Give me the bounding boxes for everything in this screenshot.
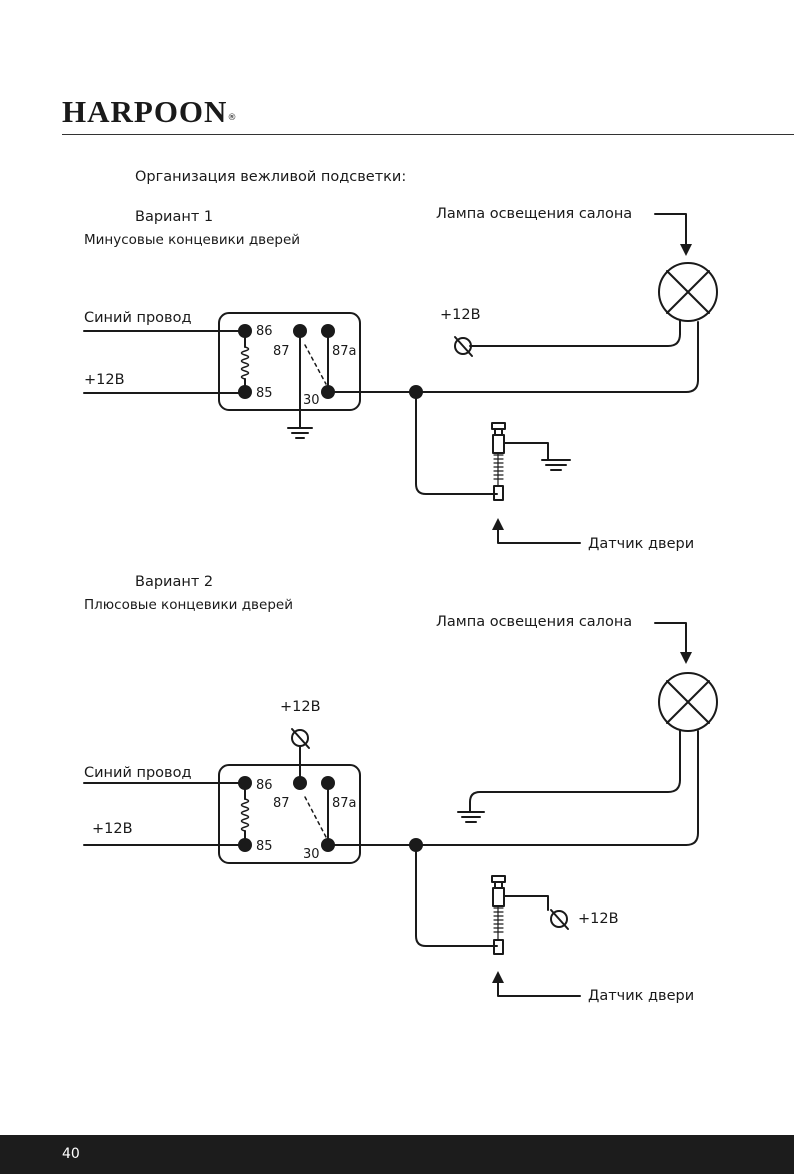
variant1-subtitle: Минусовые концевики дверей [84, 232, 301, 248]
variant2-pin-85-label: 85 [256, 839, 273, 854]
variant2-relay-coil [240, 798, 250, 832]
variant1-pin-87-label: 87 [273, 344, 290, 359]
variant2-pin-30-label: 30 [303, 847, 320, 862]
variant2-blue-wire-label: Синий провод [84, 765, 192, 781]
variant2-subtitle: Плюсовые концевики дверей [84, 597, 293, 613]
variant1-relay-ground-icon [287, 427, 313, 439]
variant1-plus12-input-label: +12В [84, 372, 125, 388]
variant1-door-sensor-label: Датчик двери [588, 536, 695, 552]
variant1-title: Вариант 1 [135, 209, 214, 225]
variant1-pin-86-label: 86 [256, 324, 273, 339]
variant2-pin-87a-label: 87a [332, 796, 357, 811]
variant2-fuse-icon [291, 728, 310, 749]
variant2-lamp-icon [658, 672, 718, 732]
variant2-door-sensor-label: Датчик двери [588, 988, 695, 1004]
variant2-circuit: 86 85 87 87a 30 [83, 622, 718, 997]
variant1-blue-wire-label: Синий провод [84, 310, 192, 326]
variant2-lamp-ground-icon [457, 811, 485, 823]
footer-bar: 40 [0, 1135, 794, 1174]
variant1-circuit: 86 85 87 87a 30 [83, 213, 718, 544]
logo-text: HARPOON [62, 94, 228, 129]
variant2-lamp-label: Лампа освещения салона [436, 614, 633, 630]
variant2-plus12-sensor-label: +12В [578, 911, 619, 927]
variant1-relay [218, 312, 361, 411]
variant1-switch-contact [304, 344, 327, 385]
variant1-plus12-fuse-label: +12В [440, 307, 481, 323]
variant2-sensor-fuse-icon [550, 909, 569, 930]
variant2-title: Вариант 2 [135, 574, 214, 590]
variant1-sensor-ground-icon [541, 459, 571, 471]
variant2-relay [218, 764, 361, 864]
variant2-plus12-fuse-label: +12В [280, 699, 321, 715]
variant1-lamp-icon [658, 262, 718, 322]
variant1-fuse-icon [454, 336, 473, 357]
variant1-door-switch-icon [491, 422, 506, 501]
variant2-switch-contact [304, 796, 327, 838]
variant2-pin-86-label: 86 [256, 778, 273, 793]
harpoon-logo: HARPOON® [62, 92, 237, 132]
registered-mark: ® [227, 113, 238, 123]
variant1-pin-87a-label: 87a [332, 344, 357, 359]
variant2-lamp-arrow [654, 622, 692, 664]
variant1-lamp-label: Лампа освещения салона [436, 206, 633, 222]
variant1-pin-30-label: 30 [303, 393, 320, 408]
variant2-plus12-input-label: +12В [92, 821, 133, 837]
variant1-lamp-arrow [654, 213, 692, 256]
section-title: Организация вежливой подсветки: [135, 169, 407, 185]
header-divider [62, 134, 794, 135]
page-number: 40 [62, 1146, 80, 1162]
variant2-door-sensor-arrow [492, 971, 581, 997]
variant1-door-sensor-arrow [492, 518, 581, 544]
variant2-door-switch-icon [491, 875, 506, 955]
variant2-pin-87-label: 87 [273, 796, 290, 811]
variant1-relay-coil [240, 346, 250, 380]
variant1-pin-85-label: 85 [256, 386, 273, 401]
